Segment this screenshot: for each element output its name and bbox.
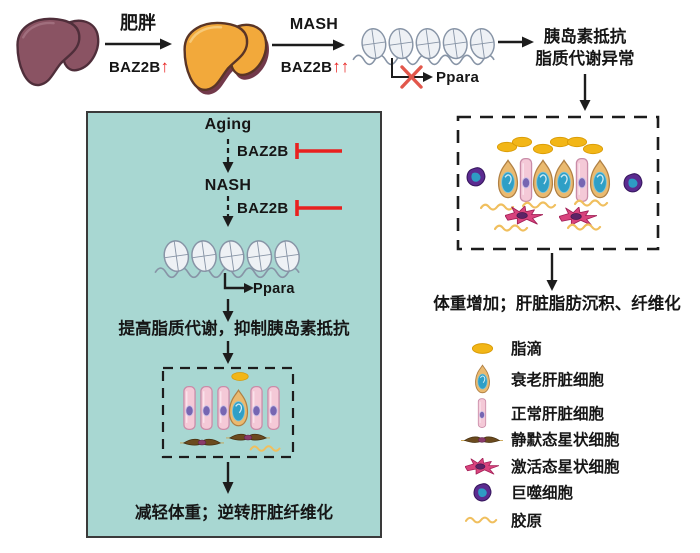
collagen-icon xyxy=(574,199,609,207)
collagen-icon xyxy=(522,201,557,209)
recovered-liver-dashed-box xyxy=(161,366,295,459)
baz2b-text: BAZ2B xyxy=(108,59,161,76)
collagen-icon xyxy=(494,224,529,232)
effect-down-arrow xyxy=(222,299,234,322)
normal-hepatocyte-icon xyxy=(575,157,589,203)
double-up-arrow-icon: ↑↑ xyxy=(332,57,350,76)
result-down-arrow xyxy=(222,462,234,494)
baz2b-inhibition-bar-1 xyxy=(295,143,342,159)
aging-baz2b-arrow xyxy=(222,139,234,173)
legend-item-macrophage: 巨噬细胞 xyxy=(458,477,573,507)
up-arrow-icon: ↑ xyxy=(160,57,170,76)
lipid-droplet-icon xyxy=(511,136,533,148)
collagen-icon xyxy=(249,445,281,452)
nash-label: NASH xyxy=(204,177,252,194)
lipid-droplet-icon xyxy=(458,343,506,354)
aging-label: Aging xyxy=(204,116,252,133)
lipid-droplet-icon xyxy=(549,136,571,148)
legend-item-senescent-hepatocyte: 衰老肝脏细胞 xyxy=(458,364,604,394)
baz2b-inhibition-bar-2 xyxy=(295,200,342,216)
baz2b-text: BAZ2B xyxy=(280,59,333,76)
normal-hepatocyte-icon xyxy=(183,385,196,431)
quiescent-stellate-icon xyxy=(458,434,506,445)
legend-label: 静默态星状细胞 xyxy=(511,432,620,449)
fibrotic-liver-dashed-box xyxy=(456,115,660,251)
normal-hepatocyte-icon xyxy=(250,385,263,431)
macrophage-icon xyxy=(466,167,486,187)
activated-stellate-icon xyxy=(559,207,597,226)
healthy-liver-icon xyxy=(16,17,100,87)
obesity-arrow xyxy=(105,38,172,50)
baz2b-inhibited-label-2: BAZ2B xyxy=(237,200,289,217)
fibrotic-liver-cell-cluster xyxy=(466,136,643,232)
insulin-resistance-label: 胰岛素抵抗 xyxy=(543,28,627,46)
metabolic-effect-label: 提高脂质代谢，抑制胰岛素抵抗 xyxy=(118,320,350,338)
legend-label: 脂滴 xyxy=(511,341,543,358)
mash-label: MASH xyxy=(289,16,339,33)
senescent-hepatocyte-icon xyxy=(532,159,554,199)
baz2b-inhibited-label-1: BAZ2B xyxy=(237,143,289,160)
red-x-icon xyxy=(400,65,423,89)
senescent-hepatocyte-icon xyxy=(553,159,575,199)
treatment-result-label: 减轻体重；逆转肝脏纤维化 xyxy=(135,504,333,522)
ppara-activation-arrow xyxy=(223,273,254,293)
baz2b-up-label: BAZ2B↑ xyxy=(103,56,175,78)
legend-label: 激活态星状细胞 xyxy=(511,459,620,476)
chromatin-outcome-arrow xyxy=(498,36,534,48)
ppara-blocked-label: Ppara xyxy=(436,69,480,86)
macrophage-icon xyxy=(623,173,643,193)
senescent-hepatocyte-icon xyxy=(458,364,506,394)
macrophage-icon xyxy=(458,483,506,502)
outcome-down-arrow xyxy=(579,74,591,111)
activated-stellate-icon xyxy=(458,458,506,475)
lipid-droplet-icon xyxy=(582,143,604,155)
senescent-hepatocyte-icon xyxy=(497,159,519,199)
nash-baz2b-arrow xyxy=(222,196,234,227)
normal-hepatocyte-icon xyxy=(217,385,230,431)
lipid-droplet-icon xyxy=(566,136,588,148)
cluster-down-arrow xyxy=(222,341,234,364)
ppara-activated-label: Ppara xyxy=(253,281,295,297)
treatment-panel xyxy=(86,111,382,538)
collagen-icon xyxy=(458,515,506,525)
legend-item-lipid-droplet: 脂滴 xyxy=(458,333,542,363)
obesity-label: 肥胖 xyxy=(120,13,156,33)
normal-hepatocyte-icon xyxy=(267,385,280,431)
legend-label: 胶原 xyxy=(511,513,543,530)
mash-arrow xyxy=(272,39,345,51)
fatty-liver-icon xyxy=(183,21,269,95)
collagen-icon xyxy=(480,203,515,211)
lipid-droplet-icon xyxy=(532,143,554,155)
normal-hepatocyte-icon xyxy=(519,157,533,203)
collagen-icon xyxy=(567,223,602,231)
senescent-hepatocyte-icon xyxy=(589,159,611,199)
disease-result-label: 体重增加；肝脏脂肪沉积、纤维化 xyxy=(433,295,681,313)
legend-label: 衰老肝脏细胞 xyxy=(511,372,605,389)
lipid-droplet-icon xyxy=(231,372,249,381)
baz2b-upup-label: BAZ2B↑↑ xyxy=(276,56,354,78)
senescent-hepatocyte-icon xyxy=(228,389,249,427)
legend-item-quiescent-stellate: 静默态星状细胞 xyxy=(458,424,620,454)
legend-item-activated-stellate: 激活态星状细胞 xyxy=(458,451,620,481)
quiescent-stellate-icon xyxy=(180,438,224,446)
cells-down-arrow xyxy=(546,253,558,291)
lipid-metabolism-abnormal-label: 脂质代谢异常 xyxy=(535,50,635,68)
quiescent-stellate-icon xyxy=(226,433,270,441)
legend-item-normal-hepatocyte: 正常肝脏细胞 xyxy=(458,398,604,428)
recovered-liver-cell-cluster xyxy=(180,372,281,452)
legend-item-collagen: 胶原 xyxy=(458,505,542,535)
legend-label: 巨噬细胞 xyxy=(511,485,574,502)
legend-label: 正常肝脏细胞 xyxy=(511,406,605,423)
normal-hepatocyte-icon xyxy=(200,385,213,431)
